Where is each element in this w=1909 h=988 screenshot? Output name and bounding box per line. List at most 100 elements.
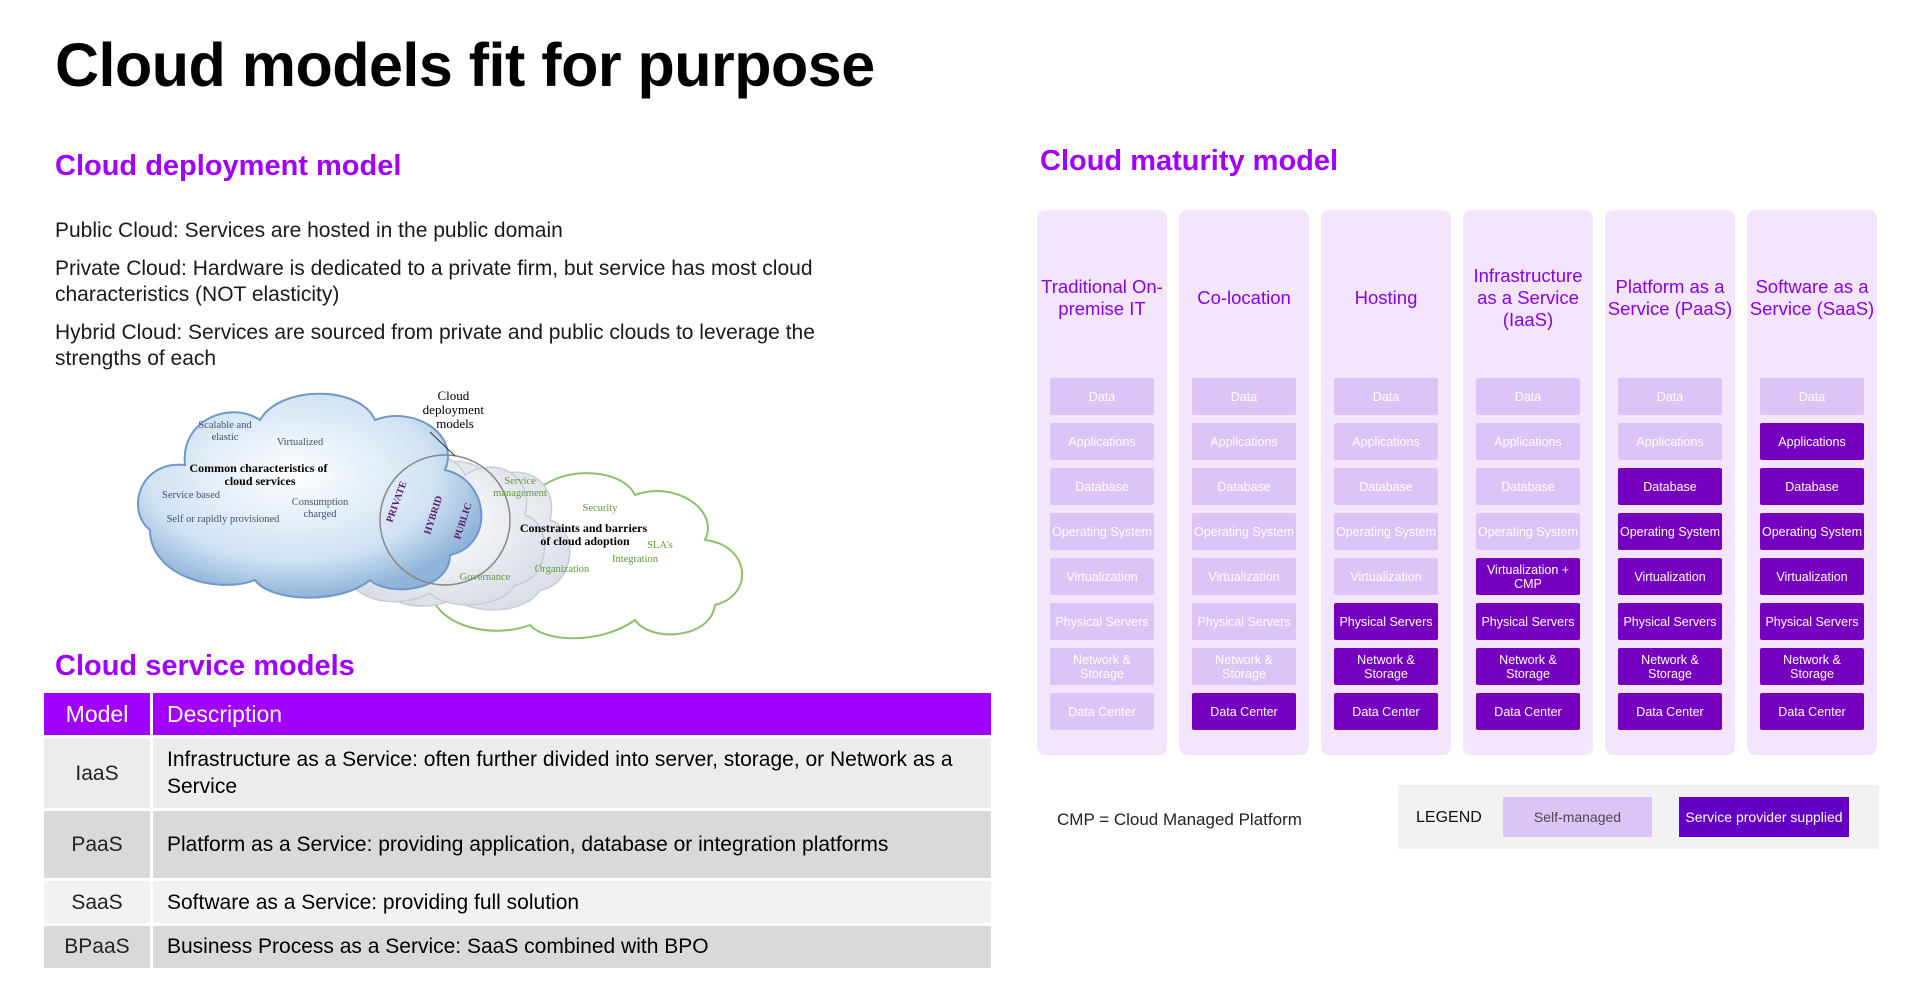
- maturity-cell: Physical Servers: [1050, 603, 1154, 640]
- maturity-cell: Operating System: [1760, 513, 1864, 550]
- maturity-cell: Database: [1760, 468, 1864, 505]
- maturity-cell: Database: [1618, 468, 1722, 505]
- maturity-cell: Virtualization: [1618, 558, 1722, 595]
- description-column-header: Description: [151, 693, 994, 737]
- maturity-cell: Physical Servers: [1476, 603, 1580, 640]
- maturity-cell: Data: [1334, 378, 1438, 415]
- maturity-cell: Data Center: [1192, 693, 1296, 730]
- public-cloud-definition: Public Cloud: Services are hosted in the…: [55, 219, 563, 242]
- maturity-cell: Database: [1192, 468, 1296, 505]
- legend: LEGEND Self-managed Service provider sup…: [1398, 785, 1879, 849]
- model-cell: SaaS: [44, 878, 153, 925]
- svg-text:Self or rapidly provisioned: Self or rapidly provisioned: [167, 514, 281, 525]
- maturity-cell: Virtualization: [1334, 558, 1438, 595]
- maturity-cell: Data: [1050, 378, 1154, 415]
- maturity-cell: Data Center: [1760, 693, 1864, 730]
- legend-label: LEGEND: [1416, 809, 1482, 826]
- maturity-cell: Database: [1334, 468, 1438, 505]
- maturity-cell: Operating System: [1192, 513, 1296, 550]
- maturity-cell: Physical Servers: [1334, 603, 1438, 640]
- svg-text:Service based: Service based: [162, 490, 221, 501]
- legend-provider-supplied: Service provider supplied: [1679, 797, 1849, 837]
- svg-text:Governance: Governance: [460, 572, 511, 583]
- maturity-cell: Operating System: [1476, 513, 1580, 550]
- maturity-cell: Network & Storage: [1618, 648, 1722, 685]
- maturity-cell: Network & Storage: [1476, 648, 1580, 685]
- deployment-models-label: Cloud deployment models: [423, 388, 488, 431]
- maturity-cell: Database: [1476, 468, 1580, 505]
- maturity-cell: Database: [1050, 468, 1154, 505]
- table-row: SaaS Software as a Service: providing fu…: [44, 878, 994, 925]
- maturity-cell: Network & Storage: [1050, 648, 1154, 685]
- table-row: PaaS Platform as a Service: providing ap…: [44, 808, 994, 880]
- description-cell: Infrastructure as a Service: often furth…: [151, 735, 994, 810]
- maturity-cell: Data: [1192, 378, 1296, 415]
- maturity-heading: Cloud maturity model: [1040, 145, 1339, 177]
- maturity-column-title: Software as a Service (SaaS): [1749, 276, 1875, 319]
- deployment-definitions: Public Cloud: Services are hosted in the…: [55, 218, 885, 384]
- table-row: BPaaS Business Process as a Service: Saa…: [44, 923, 994, 968]
- constraints-label: Constraints and barriers of cloud adopti…: [520, 521, 650, 548]
- table-row: IaaS Infrastructure as a Service: often …: [44, 735, 994, 810]
- model-column-header: Model: [44, 693, 153, 737]
- maturity-column-title: Traditional On-premise IT: [1041, 276, 1163, 319]
- maturity-cell: Applications: [1618, 423, 1722, 460]
- maturity-cell: Operating System: [1618, 513, 1722, 550]
- maturity-cell: Virtualization: [1760, 558, 1864, 595]
- page-title: Cloud models fit for purpose: [55, 31, 875, 99]
- maturity-cell: Applications: [1334, 423, 1438, 460]
- maturity-cell: Data: [1476, 378, 1580, 415]
- maturity-cell: Data Center: [1050, 693, 1154, 730]
- maturity-cell: Applications: [1050, 423, 1154, 460]
- maturity-cell: Network & Storage: [1760, 648, 1864, 685]
- svg-text:Security: Security: [583, 503, 619, 514]
- maturity-cell: Network & Storage: [1192, 648, 1296, 685]
- maturity-cell: Virtualization: [1192, 558, 1296, 595]
- maturity-cell: Operating System: [1334, 513, 1438, 550]
- maturity-cell: Data Center: [1334, 693, 1438, 730]
- common-characteristics-cloud: [136, 392, 483, 599]
- maturity-column-title: Co-location: [1197, 287, 1291, 308]
- legend-self-managed: Self-managed: [1503, 797, 1652, 837]
- maturity-cell: Applications: [1476, 423, 1580, 460]
- maturity-cell: Physical Servers: [1760, 603, 1864, 640]
- maturity-cell: Physical Servers: [1618, 603, 1722, 640]
- model-cell: PaaS: [44, 808, 153, 880]
- description-cell: Platform as a Service: providing applica…: [151, 808, 994, 880]
- deployment-heading: Cloud deployment model: [55, 150, 402, 182]
- private-cloud-definition: Private Cloud: Hardware is dedicated to …: [55, 257, 813, 306]
- maturity-cell: Operating System: [1050, 513, 1154, 550]
- label-pointer-line: [429, 431, 456, 457]
- private-ring: [379, 454, 511, 586]
- maturity-cell: Data Center: [1476, 693, 1580, 730]
- maturity-column-title: Platform as a Service (PaaS): [1607, 276, 1733, 319]
- service-models-table: Model Description IaaS Infrastructure as…: [44, 693, 994, 968]
- maturity-cell: Virtualization: [1050, 558, 1154, 595]
- description-cell: Software as a Service: providing full so…: [151, 878, 994, 925]
- description-cell: Business Process as a Service: SaaS comb…: [151, 923, 994, 968]
- svg-text:Organization: Organization: [535, 564, 590, 575]
- svg-text:Virtualized: Virtualized: [277, 437, 324, 448]
- svg-text:Integration: Integration: [612, 554, 659, 565]
- maturity-cell: Virtualization + CMP: [1476, 558, 1580, 595]
- maturity-cell: Applications: [1760, 423, 1864, 460]
- maturity-cell: Data Center: [1618, 693, 1722, 730]
- svg-text:SLA's: SLA's: [647, 540, 673, 551]
- hybrid-cloud-definition: Hybrid Cloud: Services are sourced from …: [55, 321, 815, 370]
- table-header-row: Model Description: [44, 693, 994, 737]
- model-cell: BPaaS: [44, 923, 153, 968]
- maturity-cell: Applications: [1192, 423, 1296, 460]
- common-characteristics-label: Common characteristics of cloud services: [190, 461, 331, 488]
- service-models-heading: Cloud service models: [55, 650, 355, 682]
- maturity-column-title: Infrastructure as a Service (IaaS): [1473, 265, 1583, 330]
